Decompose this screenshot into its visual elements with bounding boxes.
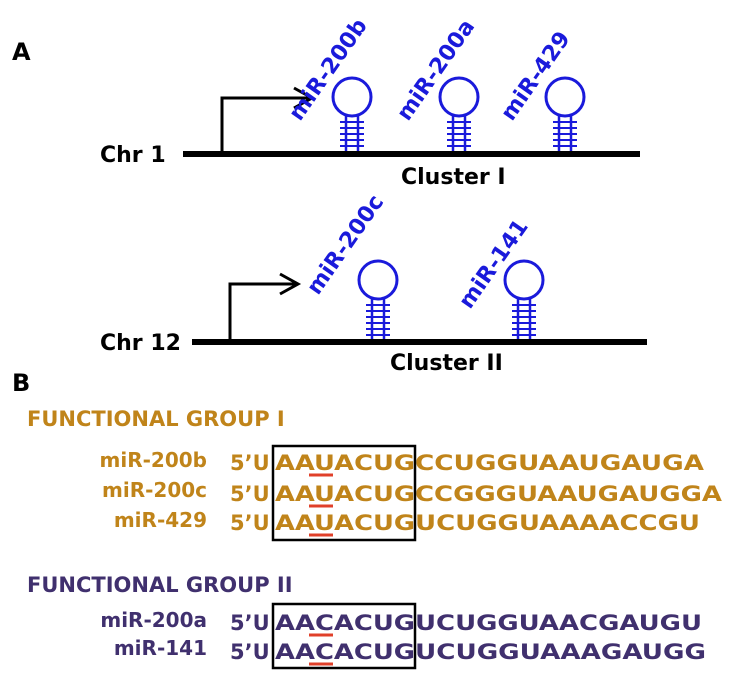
hairpin-rungs xyxy=(447,121,471,147)
mirna-label-mir-429: miR-429 xyxy=(496,27,575,125)
functional-group-i: FUNCTIONAL GROUP I miR-200b 5’U AAUACUG … xyxy=(27,407,723,535)
seq-prefix: 5’U xyxy=(230,482,270,506)
hairpin-rungs xyxy=(512,304,536,336)
cluster-i-label: Cluster I xyxy=(401,165,506,190)
mirna-label-mir-200b: miR-200b xyxy=(284,14,372,125)
seq-seed: AAUACUG xyxy=(275,482,415,506)
row-name-mir-141: miR-141 xyxy=(114,636,207,660)
group-ii-title: FUNCTIONAL GROUP II xyxy=(27,573,293,597)
sequence-mir-200b: 5’U AAUACUG CCUGGUAAUGAUGA xyxy=(230,451,705,475)
seq-seed: AAUACUG xyxy=(275,451,415,475)
promoter-arrowhead-icon xyxy=(293,86,316,110)
hairpin-mir-200a xyxy=(438,76,480,151)
promoter-arrow-icon xyxy=(220,96,310,154)
hairpin-rungs xyxy=(340,121,364,147)
seq-rest: UCUGGUAACGAUGU xyxy=(415,611,702,635)
hairpin-loop-icon xyxy=(503,259,545,301)
sequence-mir-429: 5’U AAUACUG UCUGGUAAAACCGU xyxy=(230,511,700,535)
promoter-arrowhead-icon xyxy=(279,272,302,296)
seq-seed: AACACUG xyxy=(275,640,415,664)
hairpin-loop-icon xyxy=(544,76,586,118)
mirna-label-mir-200c: miR-200c xyxy=(302,190,389,299)
seed-underline-group-i xyxy=(309,473,333,537)
seq-rest: CCUGGUAAUGAUGA xyxy=(415,451,705,475)
hairpin-rungs xyxy=(553,121,577,147)
seq-prefix: 5’U xyxy=(230,511,270,535)
sequence-mir-141: 5’U AACACUG UCUGGUAAAGAUGG xyxy=(230,640,706,664)
panel-a-label: A xyxy=(12,38,31,66)
chr-12-label: Chr 12 xyxy=(100,331,181,356)
row-name-mir-200a: miR-200a xyxy=(100,608,207,632)
hairpin-loop-icon xyxy=(357,259,399,301)
row-name-mir-200b: miR-200b xyxy=(100,448,207,472)
cluster-ii-label: Cluster II xyxy=(390,351,503,376)
hairpin-loop-icon xyxy=(331,76,373,118)
cluster-i: Chr 1 miR-200b miR-200a miR-429 Cluster … xyxy=(100,14,640,190)
cluster-ii: Chr 12 miR-200c miR-141 Cluster II xyxy=(100,190,647,376)
row-name-mir-429: miR-429 xyxy=(114,508,207,532)
hairpin-mir-200b xyxy=(331,76,373,151)
seed-underline-group-ii xyxy=(309,633,333,666)
seq-prefix: 5’U xyxy=(230,451,270,475)
functional-group-ii: FUNCTIONAL GROUP II miR-200a 5’U AACACUG… xyxy=(27,573,706,664)
seq-rest: UCUGGUAAAGAUGG xyxy=(415,640,706,664)
seq-seed: AAUACUG xyxy=(275,511,415,535)
panel-b-label: B xyxy=(12,369,30,397)
hairpin-loop-icon xyxy=(438,76,480,118)
sequence-mir-200c: 5’U AAUACUG CCGGGUAAUGAUGGA xyxy=(230,482,723,506)
seq-rest: UCUGGUAAAACCGU xyxy=(415,511,700,535)
seed-region-box-group-i xyxy=(271,444,417,542)
mirna-label-mir-200a: miR-200a xyxy=(392,15,480,125)
seq-rest: CCGGGUAAUGAUGGA xyxy=(415,482,723,506)
chr-1-label: Chr 1 xyxy=(100,143,166,168)
seq-prefix: 5’U xyxy=(230,640,270,664)
sequence-mir-200a: 5’U AACACUG UCUGGUAACGAUGU xyxy=(230,611,702,635)
promoter-arrow-icon xyxy=(228,282,296,342)
hairpin-rungs xyxy=(366,304,390,336)
hairpin-mir-200c xyxy=(357,259,399,339)
seq-prefix: 5’U xyxy=(230,611,270,635)
row-name-mir-200c: miR-200c xyxy=(102,478,207,502)
hairpin-mir-141 xyxy=(503,259,545,339)
hairpin-mir-429 xyxy=(544,76,586,151)
group-i-title: FUNCTIONAL GROUP I xyxy=(27,407,285,431)
seq-seed: AACACUG xyxy=(275,611,415,635)
seed-region-box-group-ii xyxy=(271,602,417,670)
